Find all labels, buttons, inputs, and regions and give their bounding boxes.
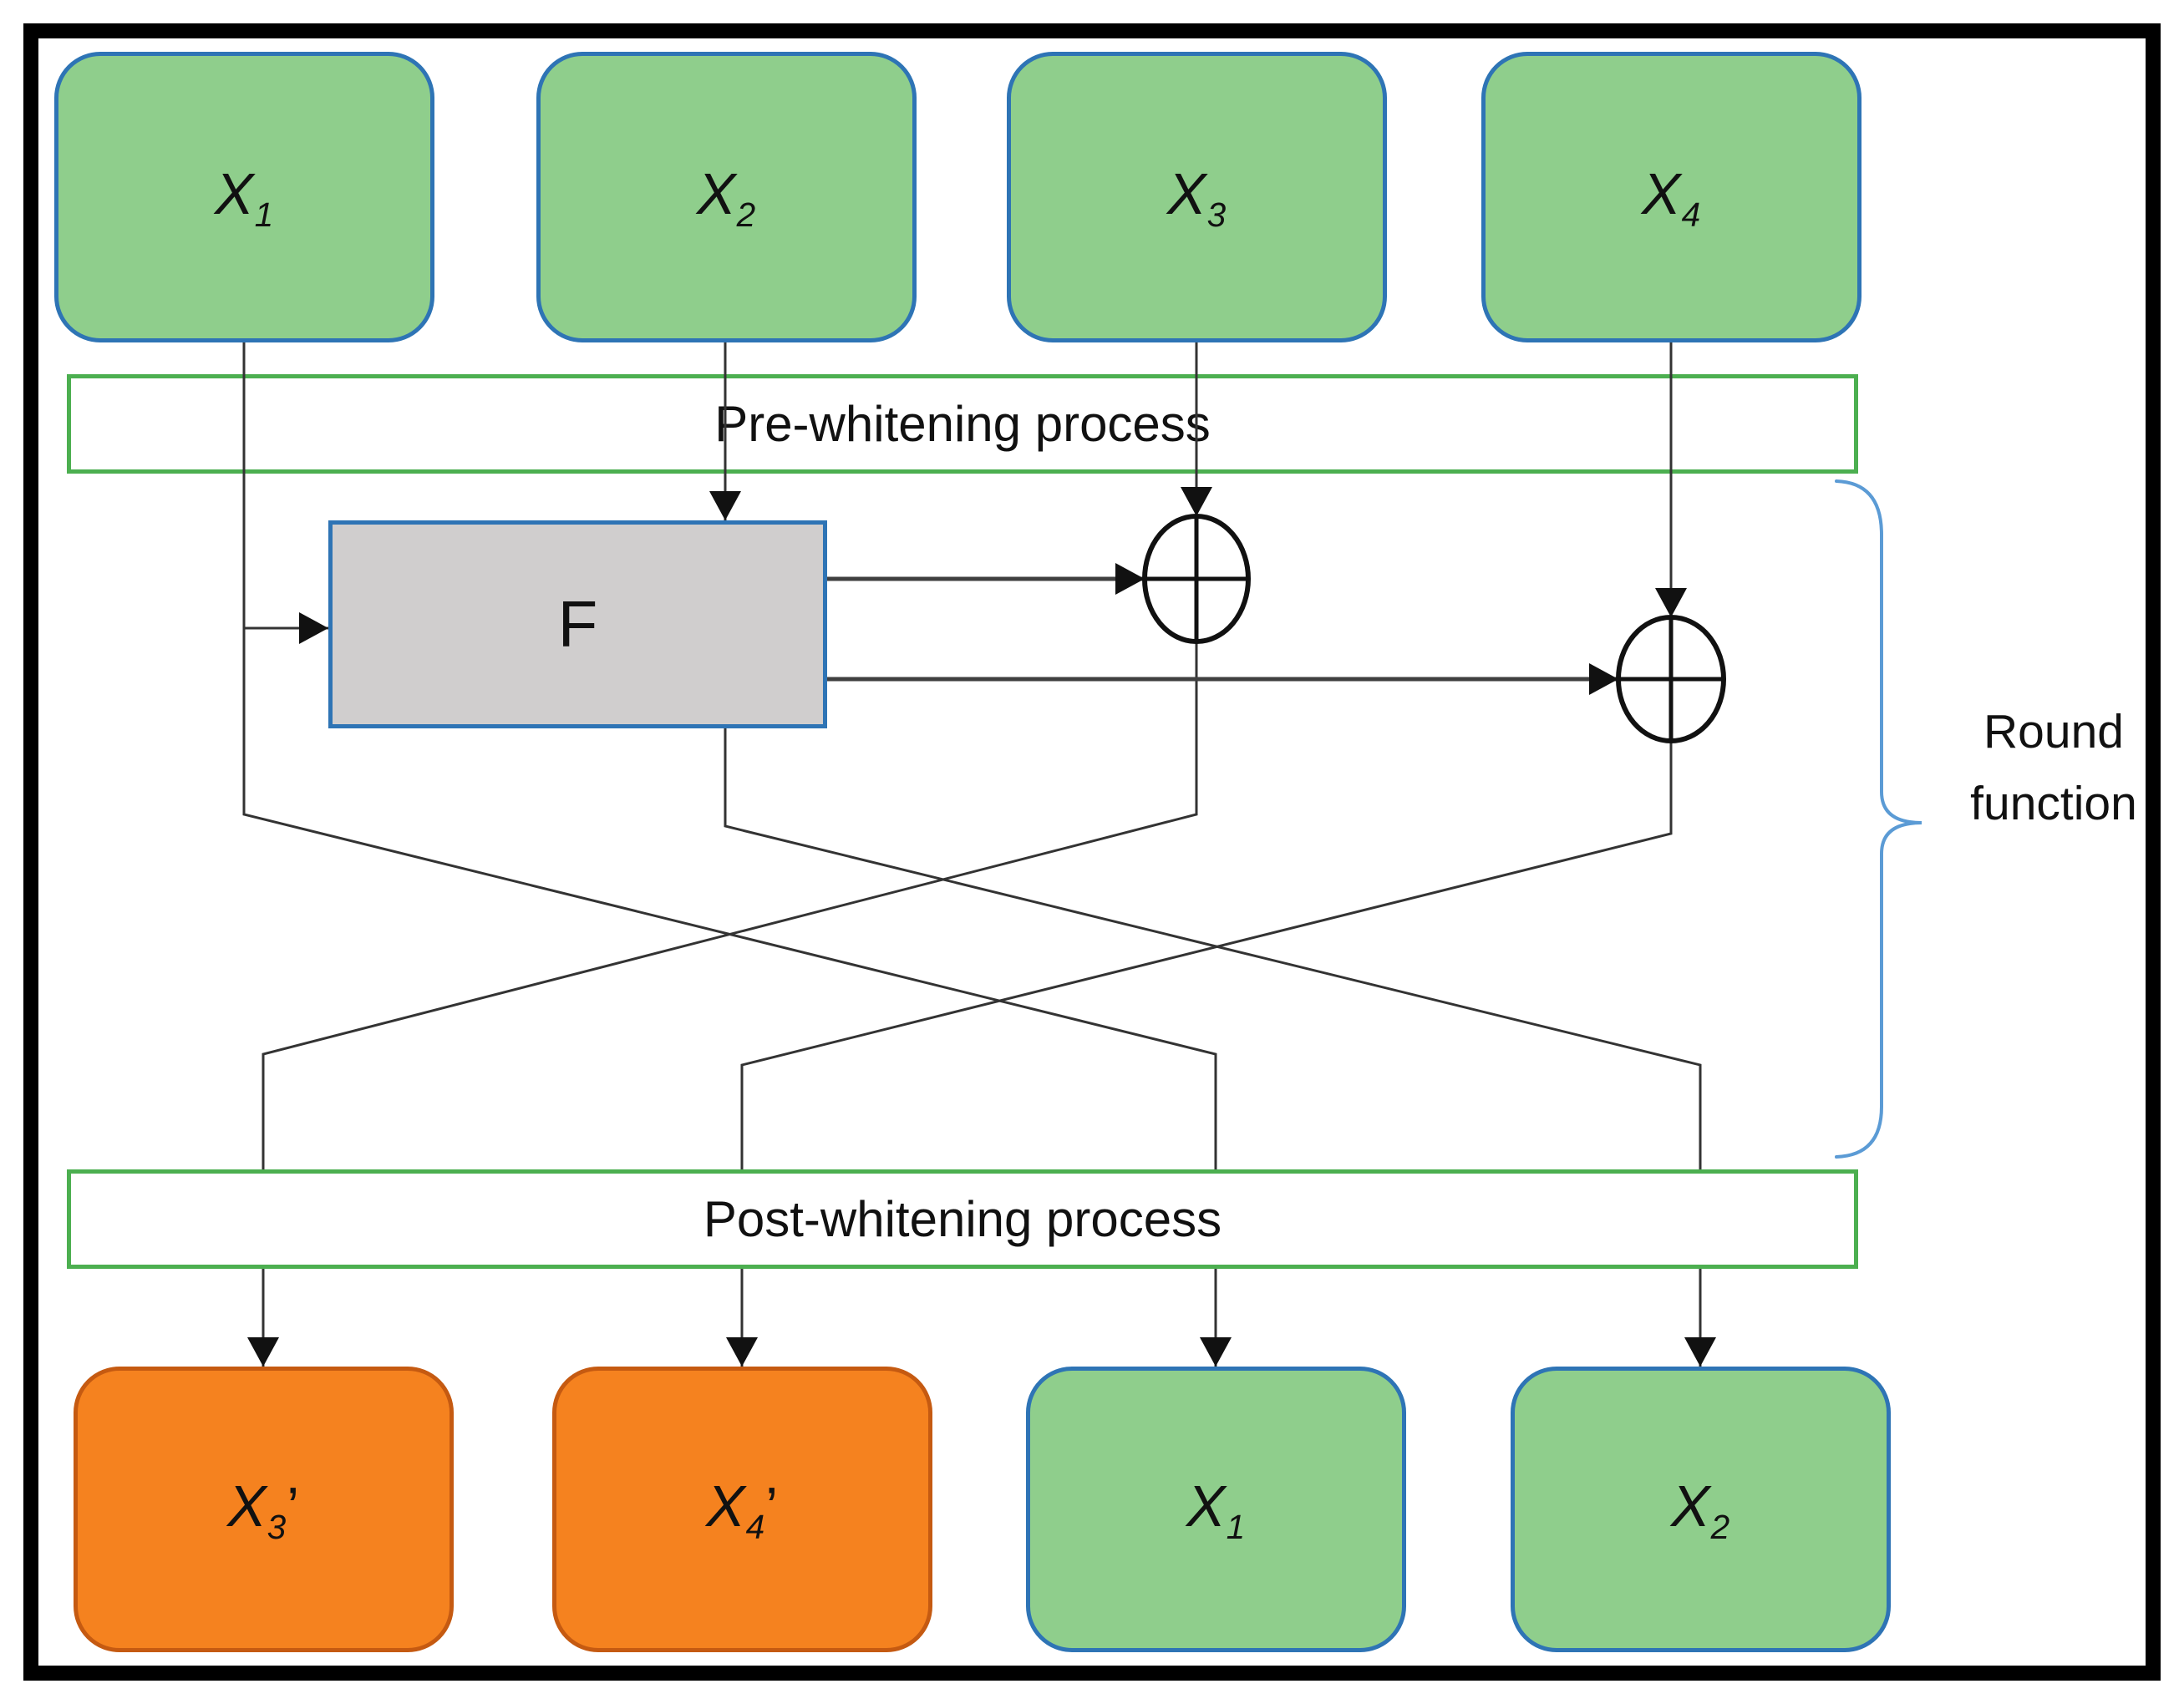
label-base: X <box>705 1473 746 1539</box>
round-function-label-line2: function <box>1970 776 2137 830</box>
input-block-x2-label: X2 <box>697 160 756 235</box>
label-sub: 3 <box>267 1507 287 1546</box>
label-base: X <box>214 160 255 226</box>
label-sub: 4 <box>1681 195 1702 234</box>
outer-border <box>23 23 2161 1681</box>
label-base: X <box>1670 1473 1711 1539</box>
output-block-x2: X2 <box>1511 1367 1891 1652</box>
output-block-x3-prime: X3’ <box>74 1367 454 1652</box>
round-function-label-line1: Round <box>1983 705 2124 758</box>
label-base: X <box>226 1473 267 1539</box>
label-base: X <box>1641 160 1682 226</box>
output-block-x3-prime-label: X3’ <box>227 1473 300 1547</box>
label-base: X <box>1166 160 1207 226</box>
output-block-x4-prime-label: X4’ <box>706 1473 779 1547</box>
label-prime: ’ <box>765 1476 780 1539</box>
input-block-x2: X2 <box>536 52 917 342</box>
pre-whitening-label: Pre-whitening process <box>714 396 1211 452</box>
round-function-label: Round function <box>1928 697 2179 839</box>
post-whitening-bar: Post-whitening process <box>67 1169 1858 1269</box>
label-sub: 2 <box>736 195 757 234</box>
pre-whitening-bar: Pre-whitening process <box>67 374 1858 474</box>
label-base: X <box>1186 1473 1227 1539</box>
label-sub: 4 <box>745 1507 766 1546</box>
label-sub: 2 <box>1710 1507 1731 1546</box>
input-block-x4: X4 <box>1481 52 1861 342</box>
label-sub: 3 <box>1206 195 1227 234</box>
input-block-x3-label: X3 <box>1167 160 1227 235</box>
f-function-box: F <box>328 520 827 728</box>
label-sub: 1 <box>1226 1507 1247 1546</box>
input-block-x3: X3 <box>1007 52 1387 342</box>
output-block-x1-label: X1 <box>1186 1473 1246 1547</box>
label-sub: 1 <box>254 195 275 234</box>
post-whitening-label: Post-whitening process <box>703 1191 1222 1247</box>
input-block-x4-label: X4 <box>1642 160 1701 235</box>
input-block-x1-label: X1 <box>215 160 274 235</box>
output-block-x2-label: X2 <box>1671 1473 1730 1547</box>
label-base: X <box>696 160 737 226</box>
label-prime: ’ <box>287 1476 301 1539</box>
input-block-x1: X1 <box>54 52 434 342</box>
output-block-x1: X1 <box>1026 1367 1406 1652</box>
output-block-x4-prime: X4’ <box>552 1367 932 1652</box>
f-function-label: F <box>557 587 598 661</box>
